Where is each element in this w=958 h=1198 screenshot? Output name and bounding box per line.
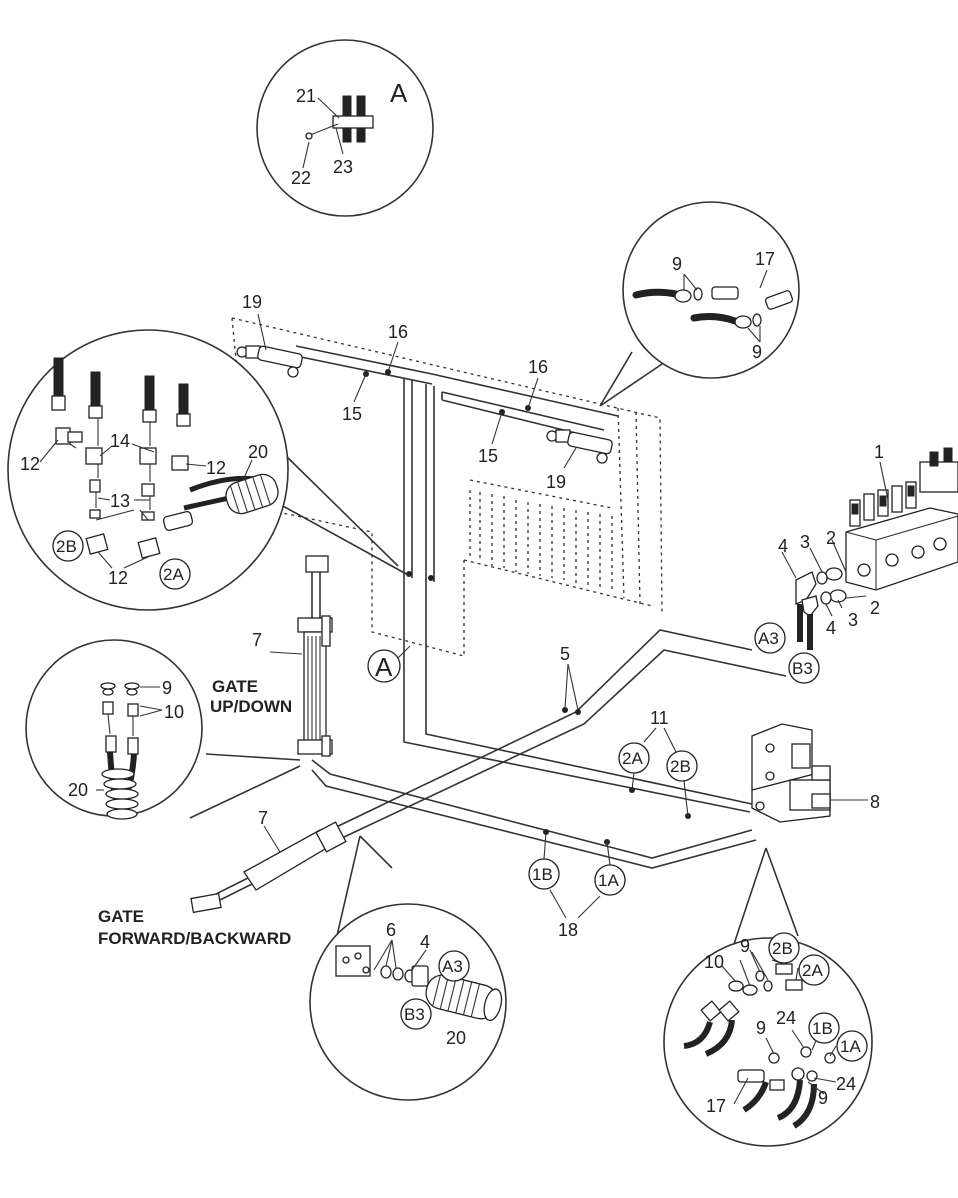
callout-2: 2: [826, 528, 836, 548]
callout-21: 21: [296, 86, 316, 106]
detail-tee-fittings-inset: 12 14 12 13 20 12 2B 2A: [7, 329, 411, 611]
port-2a: 2A: [802, 961, 823, 980]
callout-12: 12: [108, 568, 128, 588]
gate-forward-label-line1: GATE: [98, 907, 144, 926]
port-2b: 2B: [56, 537, 77, 556]
detail-hose-fittings-inset: 9 10 20: [25, 639, 301, 820]
callout-11: 11: [650, 708, 669, 728]
callout-18: 18: [558, 920, 578, 940]
callout-2: 2: [870, 598, 880, 618]
callout-9: 9: [672, 254, 682, 274]
callout-15: 15: [342, 404, 362, 424]
port-a3: A3: [442, 957, 463, 976]
port-2b: 2B: [670, 757, 691, 776]
callout-9: 9: [752, 342, 762, 362]
callout-19: 19: [242, 292, 262, 312]
callout-20: 20: [446, 1028, 466, 1048]
port-1a: 1A: [840, 1037, 861, 1056]
callout-24: 24: [836, 1074, 856, 1094]
callout-12: 12: [206, 458, 226, 478]
callout-16: 16: [388, 322, 408, 342]
callout-22: 22: [291, 168, 311, 188]
callout-16: 16: [528, 357, 548, 377]
detail-a-inset: 21 22 23 A: [256, 39, 434, 217]
gate-up-down-label-line1: GATE: [212, 677, 258, 696]
gate-valve-block: 8: [751, 723, 880, 823]
callout-3: 3: [848, 610, 858, 630]
gate-forward-label-line2: FORWARD/BACKWARD: [98, 929, 291, 948]
callout-1: 1: [874, 442, 884, 462]
callout-19: 19: [546, 472, 566, 492]
callout-14: 14: [110, 431, 130, 451]
gate-frame-dashed: [231, 317, 663, 657]
callout-3: 3: [800, 532, 810, 552]
callout-20: 20: [248, 442, 268, 462]
gate-forward-backward-cylinder: 7: [190, 808, 347, 914]
port-1a: 1A: [598, 871, 619, 890]
callout-9: 9: [162, 678, 172, 698]
upper-pipework: [295, 345, 619, 582]
port-b3: B3: [792, 659, 813, 678]
callout-17: 17: [706, 1096, 726, 1116]
top-left-cylinder: [236, 345, 303, 378]
detail-fittings-inset: 9 17 9: [599, 201, 800, 407]
callout-5: 5: [560, 644, 570, 664]
callout-4: 4: [826, 618, 836, 638]
port-2b: 2B: [772, 939, 793, 958]
control-valve-bank: 1 2 3 4 2 3 4: [778, 442, 958, 650]
callout-10: 10: [164, 702, 184, 722]
callout-8: 8: [870, 792, 880, 812]
port-a3: A3: [758, 629, 779, 648]
callout-7: 7: [252, 630, 262, 650]
main-pipework: [311, 574, 787, 869]
callout-17: 17: [755, 249, 775, 269]
callout-9: 9: [756, 1018, 766, 1038]
gate-up-down-label-line2: UP/DOWN: [210, 697, 292, 716]
callout-6: 6: [386, 920, 396, 940]
callout-10: 10: [704, 952, 724, 972]
callout-9: 9: [740, 936, 750, 956]
callout-15: 15: [478, 446, 498, 466]
gate-up-down-cylinder: 7: [252, 555, 333, 757]
detail-valve-port-inset: 10 9 2B 2A 9 24 1B 1A 24 9 17: [663, 847, 873, 1147]
callout-24: 24: [776, 1008, 796, 1028]
detail-a-reference: A: [375, 652, 393, 682]
port-1b: 1B: [812, 1019, 833, 1038]
port-1b: 1B: [532, 865, 553, 884]
top-right-cylinder: [546, 429, 613, 464]
port-2a: 2A: [163, 565, 184, 584]
callout-4: 4: [420, 932, 430, 952]
callout-4: 4: [778, 536, 788, 556]
callout-23: 23: [333, 157, 353, 177]
callout-13: 13: [110, 491, 130, 511]
callout-9: 9: [818, 1088, 828, 1108]
port-2a: 2A: [622, 749, 643, 768]
callout-7: 7: [258, 808, 268, 828]
callout-20: 20: [68, 780, 88, 800]
clamp-block: [332, 115, 374, 129]
detail-cylinder-port-inset: 6 4 A3 B3 20: [309, 835, 507, 1101]
callout-12: 12: [20, 454, 40, 474]
detail-a-letter: A: [390, 78, 408, 108]
port-b3: B3: [404, 1005, 425, 1024]
